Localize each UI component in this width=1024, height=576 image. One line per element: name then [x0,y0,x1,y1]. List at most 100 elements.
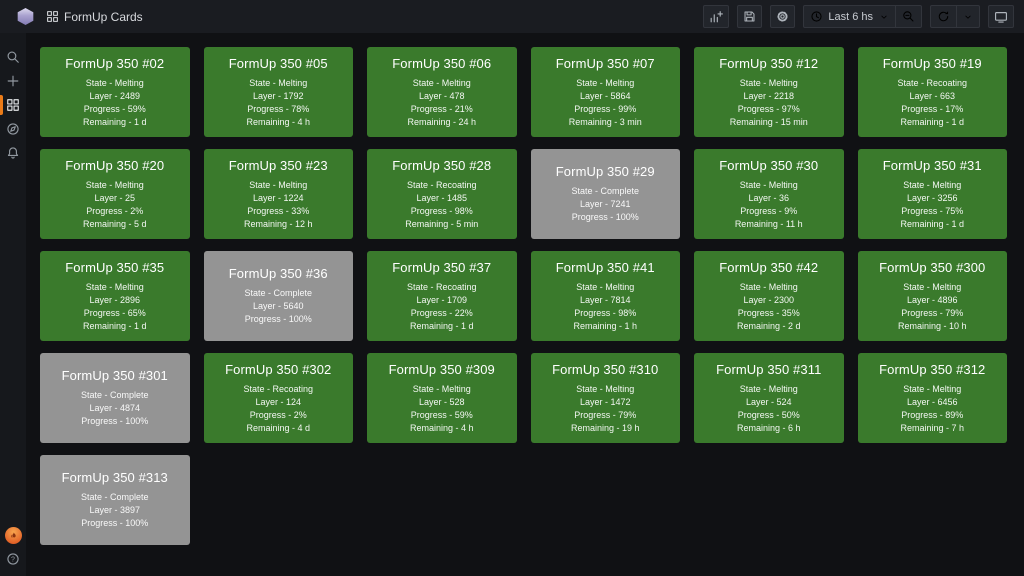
state-line: State - Melting [576,383,635,394]
machine-card-title: FormUp 350 #20 [65,157,165,173]
remaining-line: Remaining - 1 d [900,218,965,229]
dashboard-settings-button[interactable] [770,5,796,28]
progress-line: Progress - 22% [410,307,473,318]
layer-line: Layer - 3256 [906,192,958,203]
progress-line: Progress - 50% [737,409,800,420]
machine-card-title: FormUp 350 #302 [225,361,332,377]
remaining-line: Remaining - 15 min [729,116,808,127]
refresh-interval-picker[interactable] [956,6,979,27]
help-icon: ? [7,553,19,565]
flame-icon [10,532,16,539]
state-line: State - Melting [739,383,798,394]
progress-line: Progress - 79% [574,409,637,420]
layer-line: Layer - 5864 [579,90,631,101]
machine-card-title: FormUp 350 #300 [879,259,986,275]
sidebar-item-dashboards[interactable] [0,93,26,117]
layer-line: Layer - 1792 [252,90,304,101]
refresh-icon [938,11,949,22]
progress-line: Progress - 2% [249,409,307,420]
progress-line: Progress - 33% [247,205,310,216]
state-line: State - Melting [249,179,308,190]
remaining-line: Remaining - 24 h [407,116,477,127]
remaining-line: Remaining - 1 d [82,320,147,331]
sidebar-item-create[interactable] [0,69,26,93]
refresh-button[interactable] [931,6,956,27]
time-range-picker[interactable]: Last 6 hs [804,6,895,27]
layer-line: Layer - 1472 [579,396,631,407]
layer-line: Layer - 528 [418,396,465,407]
state-line: State - Melting [85,179,144,190]
save-dashboard-button[interactable] [737,5,763,28]
state-line: State - Complete [80,492,149,502]
state-line: State - Melting [903,281,962,292]
progress-line: Progress - 9% [740,205,798,216]
sidebar-item-search[interactable] [0,45,26,69]
progress-line: Progress - 98% [574,307,637,318]
add-panel-button[interactable] [703,5,730,28]
machine-card-title: FormUp 350 #05 [228,55,328,71]
grafana-logo[interactable] [17,8,34,25]
remaining-line: Remaining - 3 min [568,116,642,127]
state-line: State - Recoating [406,179,477,190]
time-picker-group: Last 6 hs [803,5,922,28]
sidebar-item-alerting[interactable] [0,141,26,165]
top-navbar: FormUp Cards [0,0,1024,33]
state-line: State - Melting [739,281,798,292]
remaining-line: Remaining - 12 h [243,218,313,229]
machine-card-title: FormUp 350 #309 [388,361,495,377]
layer-line: Layer - 25 [94,192,135,203]
layer-line: Layer - 7241 [579,199,631,209]
state-line: State - Melting [903,179,962,190]
sidebar-item-explore[interactable] [0,117,26,141]
state-line: State - Melting [576,281,635,292]
cycle-view-mode-button[interactable] [988,5,1014,28]
user-avatar[interactable] [4,527,22,544]
remaining-line: Remaining - 1 d [900,116,965,127]
state-line: State - Recoating [897,77,968,88]
sidebar-item-help[interactable]: ? [5,550,22,568]
machine-card-title: FormUp 350 #23 [228,157,328,173]
zoom-out-time-button[interactable] [895,6,921,27]
time-range-label: Last 6 hs [828,10,873,23]
tv-icon [995,11,1007,23]
gear-icon [777,11,788,22]
dashboard-title-breadcrumb[interactable]: FormUp Cards [40,6,149,28]
remaining-line: Remaining - 11 h [734,218,803,229]
progress-line: Progress - 100% [571,212,639,222]
progress-line: Progress - 97% [737,103,800,114]
